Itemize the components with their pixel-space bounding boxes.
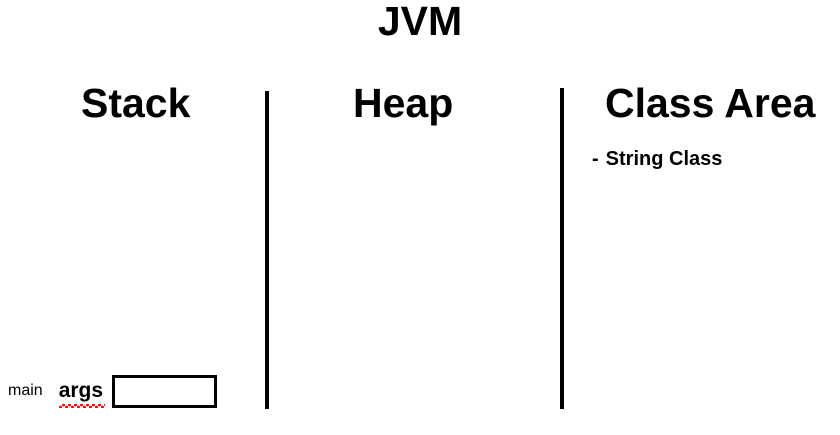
divider-heap-class-area [560, 88, 564, 409]
class-area-entry-string-class: -String Class [592, 146, 722, 172]
stack-variable-value-box [112, 374, 218, 408]
stack-variable-name: args [58, 379, 106, 408]
class-area-entry-label: String Class [605, 148, 723, 170]
spellcheck-squiggle-icon [58, 404, 106, 408]
region-heading-heap: Heap [353, 80, 454, 126]
stack-variable-name-text: args [58, 379, 104, 402]
stack-frame-method-label: main [8, 382, 43, 399]
page-title: JVM [377, 0, 463, 44]
region-heading-class-area: Class Area [605, 80, 816, 126]
divider-stack-heap [265, 91, 269, 409]
stack-frame-main: main args [8, 373, 218, 409]
region-heading-stack: Stack [81, 80, 191, 126]
dash-bullet-icon: - [592, 148, 599, 170]
